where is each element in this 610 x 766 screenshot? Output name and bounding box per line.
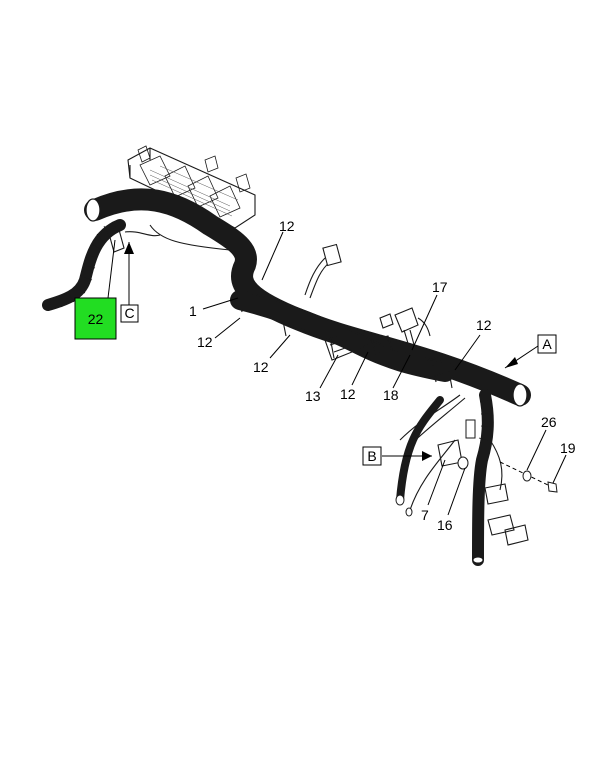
callout-12-middle: 12 — [253, 359, 269, 375]
callout-1: 1 — [189, 303, 197, 319]
center-connector-cluster — [324, 307, 446, 379]
svg-text:B: B — [367, 448, 376, 464]
callout-12-top: 12 — [279, 218, 295, 234]
callout-12-center: 12 — [340, 386, 356, 402]
fuse-relay-block — [127, 145, 256, 229]
highlighted-callout-22[interactable]: 22 — [74, 297, 117, 340]
callout-22: 22 — [88, 311, 104, 327]
view-label-a: A — [537, 334, 557, 354]
svg-text:A: A — [542, 336, 552, 352]
callout-13: 13 — [305, 388, 321, 404]
callout-26: 26 — [541, 414, 557, 430]
svg-text:C: C — [124, 305, 134, 321]
callout-12-right: 12 — [476, 317, 492, 333]
callout-labels: 12 1 12 12 13 12 18 17 12 26 19 7 16 — [189, 218, 576, 533]
view-label-b: B — [362, 446, 382, 466]
callout-17: 17 — [432, 279, 448, 295]
callout-18: 18 — [383, 387, 399, 403]
main-harness-trunk — [84, 188, 531, 407]
leader-lines — [107, 231, 567, 516]
upper-connector-branch — [304, 243, 342, 299]
view-label-c: C — [120, 304, 139, 323]
callout-16: 16 — [437, 517, 453, 533]
highlight-box[interactable] — [74, 297, 117, 340]
callout-19: 19 — [560, 440, 576, 456]
callout-7: 7 — [421, 507, 429, 523]
callout-12-left: 12 — [197, 334, 213, 350]
lower-drop-branch — [395, 389, 558, 566]
left-corrugated-branch — [42, 219, 231, 311]
